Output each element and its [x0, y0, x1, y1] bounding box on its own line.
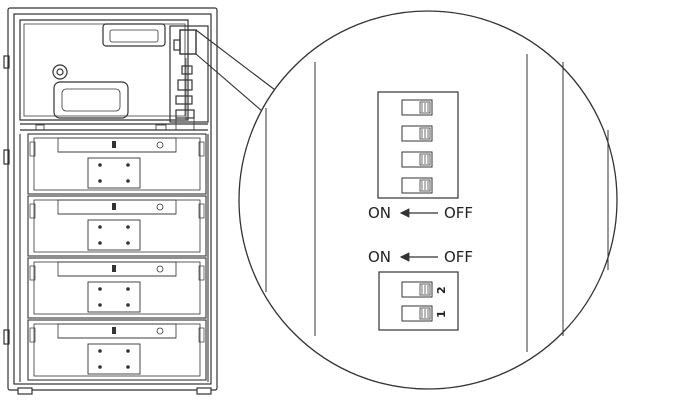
dip-switch: [401, 125, 433, 142]
dip-switch: [401, 99, 433, 116]
battery-modules: [19, 133, 209, 382]
housing-bracket: [155, 124, 167, 131]
battery-module-inner: [33, 137, 201, 191]
dip-switch: [401, 151, 433, 168]
battery-module-connector: [156, 203, 164, 211]
battery-module-handle-plate: [87, 219, 141, 251]
battery-module-screw: [126, 241, 130, 245]
battery-module-screw: [98, 287, 102, 291]
housing-lower-handle: [53, 81, 129, 119]
battery-cabinet: [3, 7, 218, 395]
battery-module-connector: [156, 141, 164, 149]
battery-module-screw: [126, 287, 130, 291]
zoom-leader-line: [195, 29, 284, 97]
cabinet-hinge: [3, 329, 10, 345]
battery-module-connector: [156, 327, 164, 335]
zoom-leader-line: [195, 53, 271, 119]
housing-knob: [52, 64, 68, 80]
battery-module-screw: [126, 349, 130, 353]
battery-module-screw: [98, 225, 102, 229]
on-label: ON: [368, 204, 391, 222]
dip-switch: [401, 281, 433, 298]
electronics-connector: [173, 39, 181, 51]
off-label: OFF: [444, 204, 473, 222]
battery-module-side-latch: [29, 141, 36, 157]
battery-module-top-strip: [57, 199, 177, 215]
cabinet-outer-frame: [7, 7, 218, 391]
battery-module-inner: [33, 199, 201, 253]
battery-module-screw: [126, 225, 130, 229]
battery-module-lock: [112, 203, 116, 210]
battery-module-handle-plate: [87, 343, 141, 375]
battery-module-side-latch: [29, 265, 36, 281]
housing-top-handle-inner: [109, 29, 159, 43]
dip-switch-number: 1: [435, 310, 448, 318]
cabinet-foot-left: [17, 387, 33, 395]
electronics-panel: [169, 25, 209, 123]
zoom-leader-lines: [195, 29, 284, 119]
battery-module-side-latch: [198, 141, 205, 157]
battery-module-handle-plate: [87, 281, 141, 313]
cabinet-inner-frame: [13, 13, 212, 385]
housing-top-handle: [102, 23, 166, 47]
battery-module-screw: [126, 163, 130, 167]
battery-module: [27, 257, 207, 319]
battery-module-screw: [98, 303, 102, 307]
battery-module-screw: [98, 241, 102, 245]
battery-module-screw: [98, 365, 102, 369]
electronics-connector: [177, 79, 193, 91]
battery-module-handle-plate: [87, 157, 141, 189]
battery-module-inner: [33, 261, 201, 315]
cabinet-hinge: [3, 55, 10, 69]
direction-indicator-bottom: ON OFF: [368, 248, 473, 266]
magnified-view: ON OFF ON OFF 21: [238, 10, 618, 390]
housing-bracket: [35, 124, 45, 131]
battery-module-inner: [33, 323, 201, 377]
direction-indicator-top: ON OFF: [368, 204, 473, 222]
battery-module-screw: [98, 179, 102, 183]
electronics-connector: [175, 95, 193, 105]
control-housing-panel: [19, 19, 189, 121]
battery-module-screw: [126, 179, 130, 183]
off-label: OFF: [444, 248, 473, 266]
battery-module-side-latch: [198, 327, 205, 343]
battery-module-side-latch: [198, 265, 205, 281]
battery-module: [27, 133, 207, 195]
cabinet-foot-right: [196, 387, 212, 395]
electronics-connector: [181, 65, 193, 75]
battery-module-side-latch: [29, 203, 36, 219]
housing-lower-handle-inner: [61, 88, 121, 112]
battery-module-side-latch: [29, 327, 36, 343]
dip-switch-number: 2: [435, 286, 448, 294]
housing-bracket: [175, 117, 195, 131]
battery-module-lock: [112, 141, 116, 148]
control-housing-inner: [23, 23, 186, 117]
cabinet-hinge: [3, 149, 10, 165]
battery-module-lock: [112, 327, 116, 334]
battery-module-lock: [112, 265, 116, 272]
dip-switch: [401, 305, 433, 322]
battery-module-top-strip: [57, 137, 177, 153]
battery-module-screw: [98, 163, 102, 167]
dip-switch-block-top: [377, 91, 459, 199]
battery-module-screw: [126, 303, 130, 307]
housing-knob-center: [56, 68, 64, 76]
battery-module-top-strip: [57, 261, 177, 277]
dip-switch: [401, 177, 433, 194]
on-label: ON: [368, 248, 391, 266]
battery-module-screw: [126, 365, 130, 369]
battery-module-side-latch: [198, 203, 205, 219]
battery-module: [27, 319, 207, 381]
battery-module-top-strip: [57, 323, 177, 339]
battery-module-screw: [98, 349, 102, 353]
dip-switch-block-bottom: 21: [378, 271, 459, 331]
battery-module: [27, 195, 207, 257]
magnifier-circle: [238, 10, 618, 390]
battery-module-connector: [156, 265, 164, 273]
